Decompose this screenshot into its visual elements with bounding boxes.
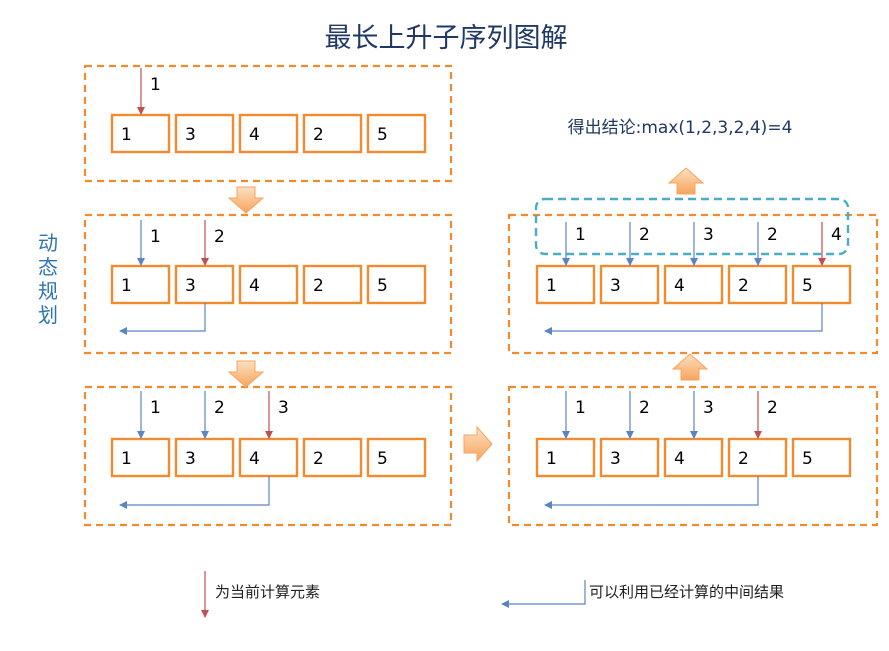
sequence-value: 4 xyxy=(674,276,685,296)
lis-value-label: 1 xyxy=(575,398,586,418)
panel-step4: 1 3 4 2 5 1 2 3 2 xyxy=(507,385,879,527)
lis-value-label: 3 xyxy=(703,398,714,418)
sequence-value: 4 xyxy=(249,125,260,145)
lis-value-label: 2 xyxy=(214,398,225,418)
panel-frame xyxy=(83,213,453,355)
page-title: 最长上升子序列图解 xyxy=(325,23,568,54)
sequence-box xyxy=(366,264,427,305)
result-highlight xyxy=(534,197,850,256)
sequence-box xyxy=(238,437,299,478)
sequence-box xyxy=(599,437,660,478)
sequence-value: 3 xyxy=(185,125,196,145)
flow-arrow-down xyxy=(227,360,265,388)
lis-value-label: 2 xyxy=(639,225,650,245)
lis-value-label: 1 xyxy=(150,227,161,247)
panel-frame xyxy=(507,385,879,527)
lis-value-label: 3 xyxy=(278,398,289,418)
sequence-value: 2 xyxy=(738,449,749,469)
sequence-value: 1 xyxy=(121,125,132,145)
sequence-box xyxy=(238,113,299,154)
sequence-value: 1 xyxy=(121,449,132,469)
sequence-value: 5 xyxy=(802,276,813,296)
sequence-value: 2 xyxy=(313,449,324,469)
sequence-box xyxy=(791,437,852,478)
sequence-box xyxy=(535,437,596,478)
sequence-value: 4 xyxy=(249,449,260,469)
sequence-value: 2 xyxy=(313,125,324,145)
sequence-box xyxy=(110,113,171,154)
sequence-box xyxy=(174,113,235,154)
lis-value-label: 1 xyxy=(150,398,161,418)
legend-reuse-label: 可以利用已经计算的中间结果 xyxy=(589,583,784,601)
reuse-arrow xyxy=(119,476,270,509)
sequence-box xyxy=(599,264,660,305)
sequence-value: 3 xyxy=(185,449,196,469)
lis-value-label: 2 xyxy=(767,225,778,245)
sequence-value: 1 xyxy=(546,276,557,296)
sequence-value: 5 xyxy=(377,276,388,296)
sequence-box xyxy=(302,437,363,478)
sequence-box xyxy=(663,264,724,305)
lis-value-label: 2 xyxy=(214,227,225,247)
sequence-box xyxy=(174,437,235,478)
sequence-box xyxy=(302,264,363,305)
lis-value-label: 1 xyxy=(150,75,161,95)
sequence-value: 5 xyxy=(377,125,388,145)
flow-arrow-down xyxy=(227,186,265,214)
sequence-value: 3 xyxy=(185,276,196,296)
sequence-value: 5 xyxy=(377,449,388,469)
flow-arrow-right xyxy=(463,425,493,463)
lis-value-label: 4 xyxy=(831,225,842,245)
panel-frame xyxy=(507,213,879,355)
reuse-arrow xyxy=(119,303,206,335)
legend: 为当前计算元素 可以利用已经计算的中间结果 xyxy=(201,571,784,618)
sequence-box xyxy=(727,437,788,478)
reuse-arrow xyxy=(544,476,759,509)
lis-value-label: 2 xyxy=(639,398,650,418)
panel-step3: 1 3 4 2 5 1 2 3 xyxy=(83,385,453,527)
conclusion-text: 得出结论:max(1,2,3,2,4)=4 xyxy=(568,118,793,138)
flow-arrow-up xyxy=(667,167,705,195)
sequence-value: 4 xyxy=(674,449,685,469)
sequence-box xyxy=(302,113,363,154)
lis-value-label: 1 xyxy=(575,225,586,245)
panel-step5: 1 3 4 2 5 1 2 3 2 4 xyxy=(507,197,879,355)
legend-current-label: 为当前计算元素 xyxy=(215,583,320,601)
sequence-box xyxy=(110,264,171,305)
lis-value-label: 3 xyxy=(703,225,714,245)
panel-frame xyxy=(83,64,453,183)
panel-frame xyxy=(83,385,453,527)
flow-arrow-up xyxy=(671,353,709,381)
sequence-value: 4 xyxy=(249,276,260,296)
side-label: 动态规划 xyxy=(38,231,58,327)
sequence-box xyxy=(791,264,852,305)
legend-reuse-arrow xyxy=(501,580,586,608)
sequence-value: 3 xyxy=(610,276,621,296)
panel-step1: 1 3 4 2 5 1 xyxy=(83,64,453,183)
sequence-value: 2 xyxy=(313,276,324,296)
panels-layer: 1 3 4 2 5 1 1 3 4 2 5 1 2 1 3 4 2 5 1 2 3 1 3 4 2 5 1 2 3 2 1 3 4 2 5 1 2 3 2 4 xyxy=(83,64,879,527)
sequence-box xyxy=(366,113,427,154)
sequence-box xyxy=(535,264,596,305)
sequence-value: 3 xyxy=(610,449,621,469)
sequence-value: 5 xyxy=(802,449,813,469)
sequence-box xyxy=(663,437,724,478)
reuse-arrow xyxy=(544,303,823,335)
sequence-value: 1 xyxy=(546,449,557,469)
sequence-box xyxy=(238,264,299,305)
sequence-box xyxy=(727,264,788,305)
sequence-value: 1 xyxy=(121,276,132,296)
flow-arrows xyxy=(227,167,709,463)
panel-step2: 1 3 4 2 5 1 2 xyxy=(83,213,453,355)
sequence-box xyxy=(174,264,235,305)
sequence-value: 2 xyxy=(738,276,749,296)
sequence-box xyxy=(110,437,171,478)
lis-value-label: 2 xyxy=(767,398,778,418)
sequence-box xyxy=(366,437,427,478)
